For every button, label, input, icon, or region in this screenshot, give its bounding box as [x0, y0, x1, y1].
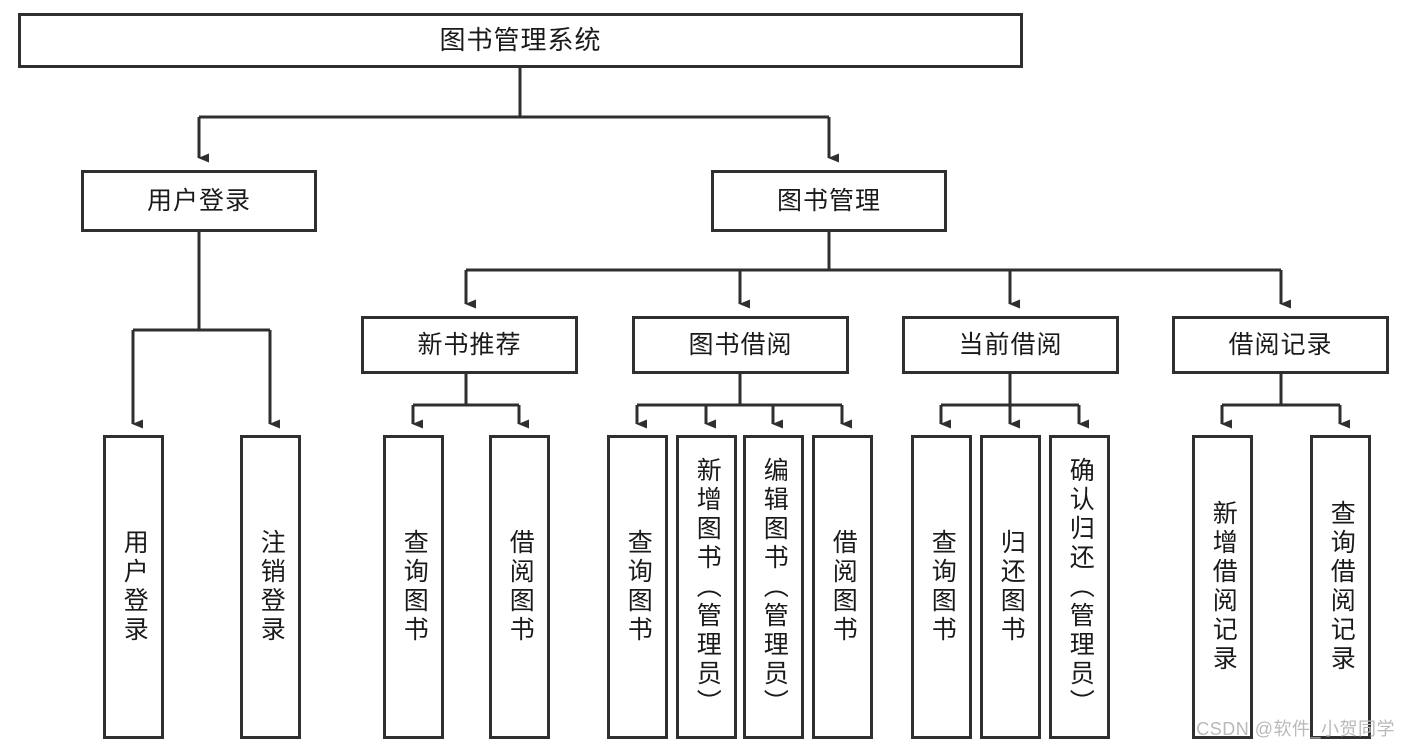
node-label: 借阅图书: [829, 529, 858, 645]
node-label: 当前借阅: [958, 330, 1063, 359]
leaf-borrow-borrow-book[interactable]: 借阅图书: [812, 435, 873, 739]
node-book-management[interactable]: 图书管理: [711, 170, 947, 232]
node-label: 查询图书: [400, 529, 429, 645]
node-label: 查询图书: [624, 529, 653, 645]
node-label: 归还图书: [997, 529, 1026, 645]
leaf-user-login-logout[interactable]: 注销登录: [240, 435, 301, 739]
leaf-record-query[interactable]: 查询借阅记录: [1310, 435, 1371, 739]
leaf-current-return-book[interactable]: 归还图书: [980, 435, 1041, 739]
node-current-borrow[interactable]: 当前借阅: [902, 316, 1119, 374]
node-label: 新书推荐: [417, 330, 522, 359]
node-user-login[interactable]: 用户登录: [81, 170, 317, 232]
watermark-text: CSDN @软件_小贺同学: [1196, 719, 1395, 739]
node-label: 查询图书: [928, 529, 957, 645]
node-label: 图书管理: [776, 186, 881, 215]
leaf-record-add[interactable]: 新增借阅记录: [1192, 435, 1253, 739]
node-label: 借阅记录: [1228, 330, 1333, 359]
node-label: 新增图书（管理员）: [693, 456, 722, 718]
node-book-borrow[interactable]: 图书借阅: [632, 316, 849, 374]
leaf-user-login-login[interactable]: 用户登录: [103, 435, 164, 739]
node-label: 用户登录: [146, 186, 251, 215]
node-label: 查询借阅记录: [1327, 500, 1356, 674]
node-label: 用户登录: [120, 529, 149, 645]
node-label: 图书管理系统: [439, 24, 602, 55]
leaf-new-book-borrow[interactable]: 借阅图书: [489, 435, 550, 739]
leaf-current-confirm-return[interactable]: 确认归还（管理员）: [1049, 435, 1110, 739]
node-label: 新增借阅记录: [1209, 500, 1238, 674]
leaf-borrow-add-book[interactable]: 新增图书（管理员）: [676, 435, 737, 739]
node-label: 图书借阅: [688, 330, 793, 359]
node-label: 编辑图书（管理员）: [760, 456, 789, 718]
node-label: 借阅图书: [506, 529, 535, 645]
node-label: 注销登录: [257, 529, 286, 645]
node-label: 确认归还（管理员）: [1066, 456, 1095, 718]
node-root-system[interactable]: 图书管理系统: [18, 13, 1023, 68]
leaf-borrow-edit-book[interactable]: 编辑图书（管理员）: [743, 435, 804, 739]
leaf-current-query-book[interactable]: 查询图书: [911, 435, 972, 739]
leaf-new-book-query[interactable]: 查询图书: [383, 435, 444, 739]
node-borrow-record[interactable]: 借阅记录: [1172, 316, 1389, 374]
leaf-borrow-query-book[interactable]: 查询图书: [607, 435, 668, 739]
node-new-book-recommend[interactable]: 新书推荐: [361, 316, 578, 374]
